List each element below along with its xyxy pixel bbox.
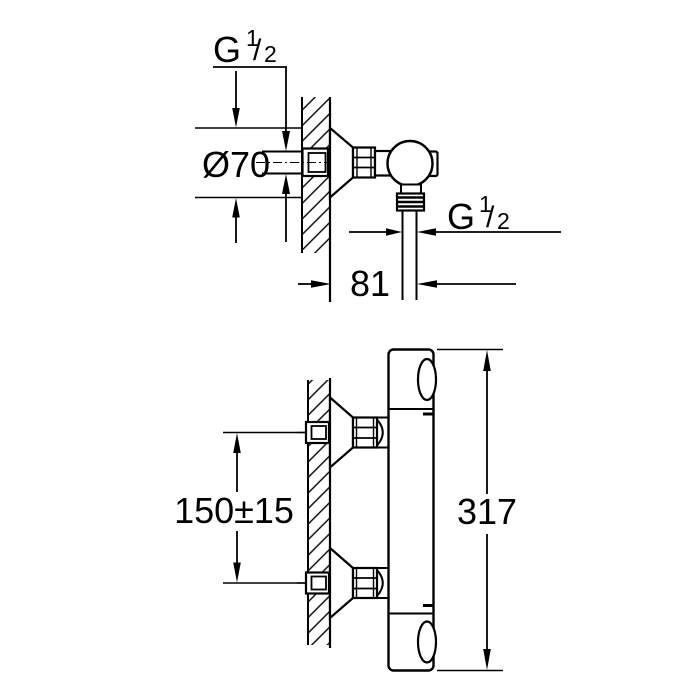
wall-to-outlet-label: 81 — [350, 263, 390, 304]
escutcheon-diameter-label: Ø70 — [202, 144, 270, 185]
valve-body — [386, 139, 434, 188]
front-view: 150±15 317 — [174, 348, 517, 672]
hose-thread-label: G — [447, 196, 475, 237]
lower-union-nut — [351, 566, 379, 600]
upper-union-nut — [351, 416, 379, 449]
lower-handle-knob — [416, 620, 438, 664]
dimension-hose-thread: G 1 / 2 — [349, 191, 561, 237]
upper-handle-knob — [416, 357, 438, 402]
upper-connection — [297, 395, 390, 470]
union-nut — [351, 146, 377, 179]
hose-outlet — [395, 183, 426, 300]
hose-thread-numerator: 1 — [479, 191, 492, 217]
wall-section-lower — [307, 378, 332, 648]
wall-thread-denominator: 2 — [264, 41, 277, 67]
supply-nipple — [256, 147, 331, 178]
overall-height-label: 317 — [457, 491, 517, 532]
hose-thread-denominator: 2 — [497, 208, 510, 234]
side-view: G 1 / 2 Ø70 G 1 / 2 — [195, 25, 561, 304]
wall-thread-label: G — [213, 29, 241, 70]
hose-thread-slash: / — [486, 201, 495, 234]
connection-spacing-label: 150±15 — [174, 490, 294, 531]
dimension-escutcheon-diameter: Ø70 — [195, 71, 301, 243]
body-tube — [387, 348, 435, 672]
dimension-wall-thread: G 1 / 2 — [213, 25, 290, 242]
lower-connection — [297, 545, 390, 621]
wall-thread-numerator: 1 — [246, 25, 259, 51]
dimension-wall-to-outlet: 81 — [298, 263, 516, 304]
thermostat-body — [387, 348, 438, 672]
dimension-connection-spacing: 150±15 — [174, 431, 306, 584]
wall-hatching-lower — [308, 380, 330, 645]
wall-thread-slash: / — [253, 34, 262, 67]
dimension-overall-height: 317 — [437, 348, 517, 672]
